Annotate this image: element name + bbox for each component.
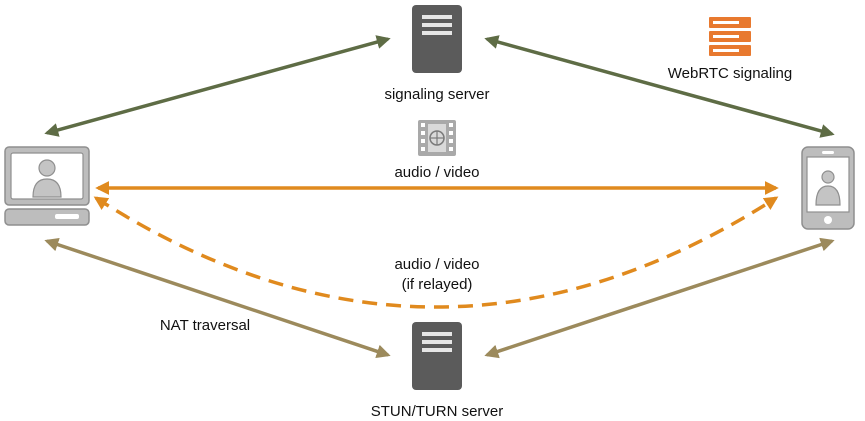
server-icon	[412, 322, 462, 390]
nat-arrow-mobile	[484, 237, 835, 359]
server-stack-icon	[709, 17, 751, 56]
film-strip-icon	[418, 120, 456, 156]
desktop-computer-icon	[4, 146, 90, 226]
audio-video-relayed-line1: audio / video	[394, 256, 480, 273]
signaling-arrow-desktop	[44, 35, 391, 137]
audio-video-label: audio / video	[394, 164, 480, 181]
audio-video-relayed-label: audio / video (if relayed)	[394, 255, 479, 295]
nat-traversal-label: NAT traversal	[159, 317, 251, 334]
media-arrow-relayed	[93, 196, 779, 309]
nat-arrow-desktop	[44, 237, 391, 359]
stun-turn-server-label: STUN/TURN server	[370, 403, 504, 420]
signaling-arrow-mobile	[484, 35, 835, 138]
signaling-server-label: signaling server	[384, 86, 490, 103]
webrtc-signaling-label: WebRTC signaling	[667, 65, 793, 82]
mobile-phone-icon	[801, 146, 855, 230]
server-icon	[412, 5, 462, 73]
audio-video-relayed-line2: (if relayed)	[401, 276, 473, 293]
